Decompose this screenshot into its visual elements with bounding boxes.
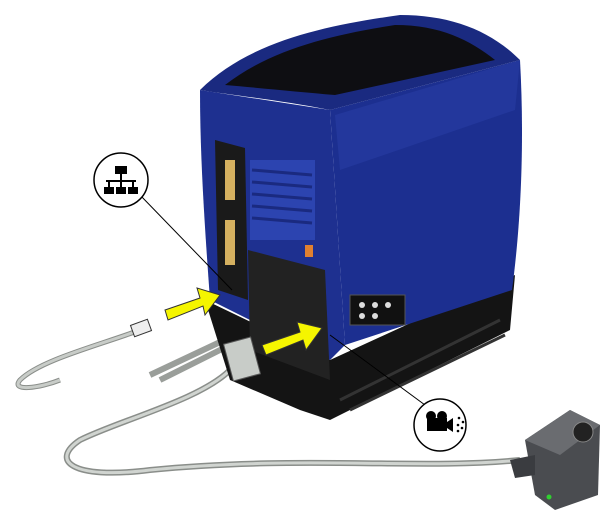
video-port-arrow	[261, 321, 323, 356]
ethernet-network-icon	[93, 152, 149, 208]
ethernet-port-arrow	[164, 287, 221, 321]
ethernet-cable	[15, 327, 141, 391]
video-camera-icon	[413, 398, 467, 452]
camera-connector	[222, 336, 262, 382]
video-camera-device	[510, 410, 600, 510]
ethernet-plug	[129, 318, 153, 338]
